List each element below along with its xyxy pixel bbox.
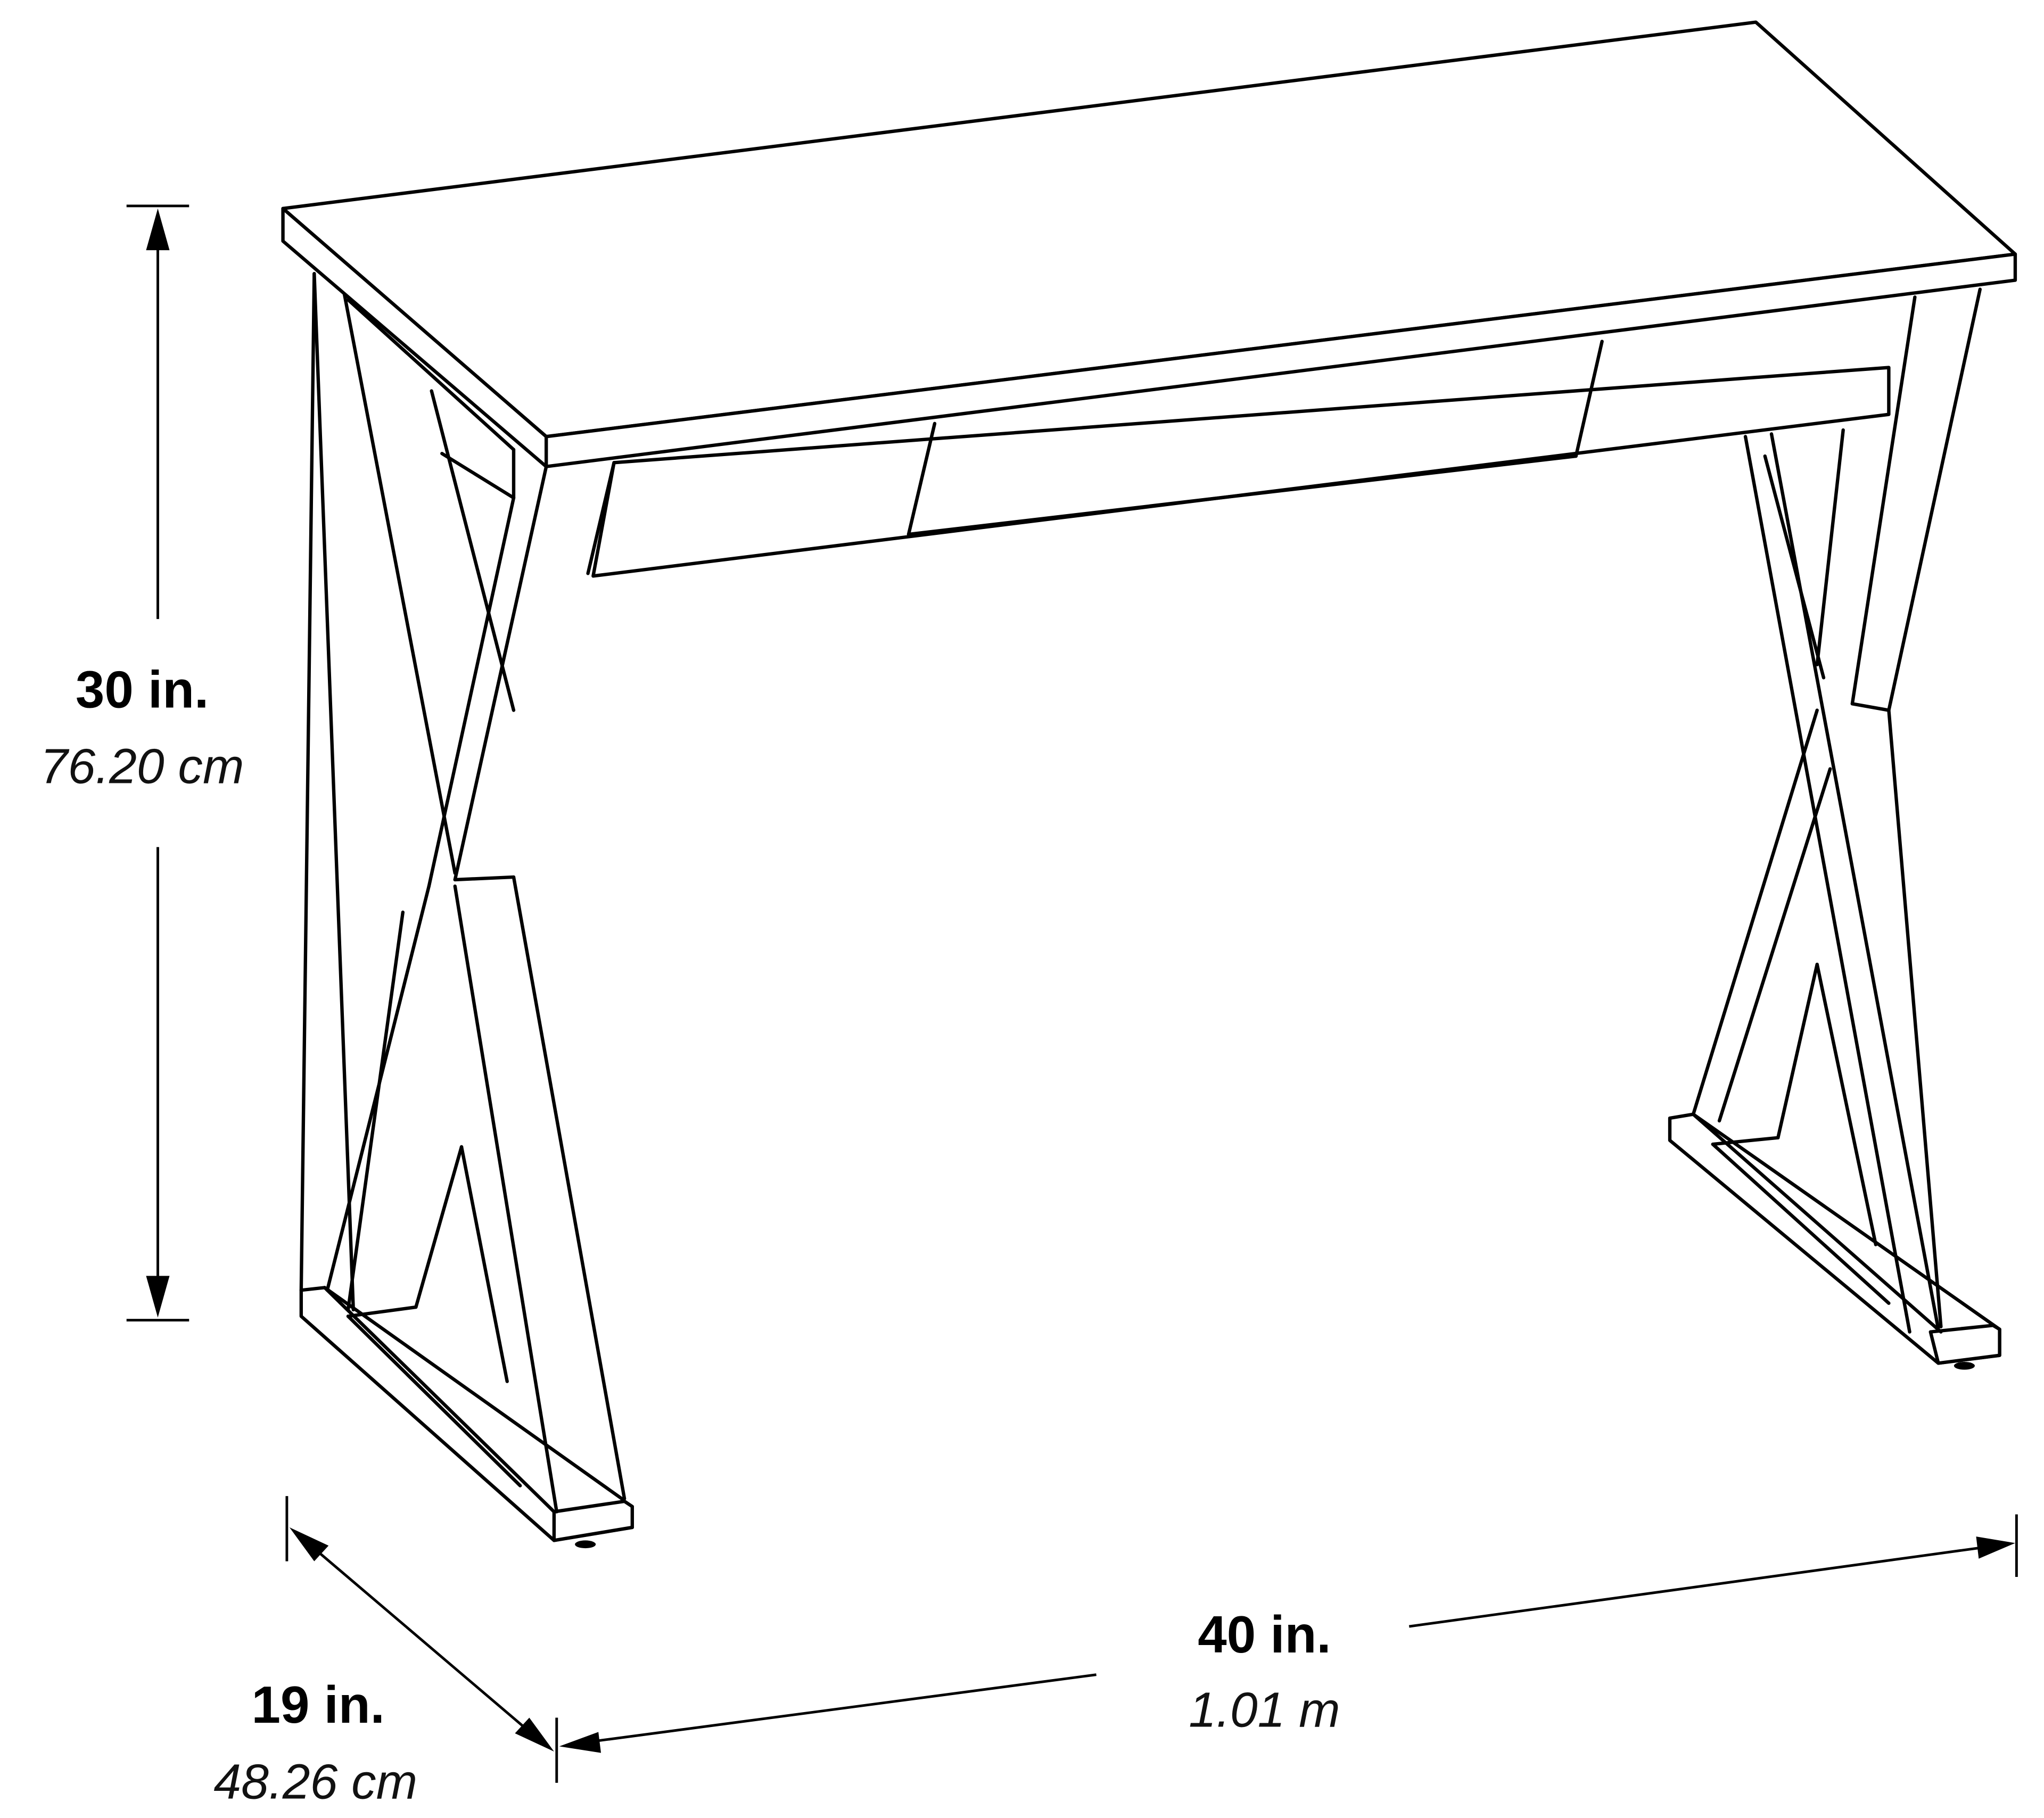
height-imperial-label: 30 in.	[76, 660, 209, 719]
right-leg-frame	[1668, 287, 2001, 1370]
drawer-divider-right	[1574, 340, 1604, 458]
arrowhead-left-icon	[559, 1732, 601, 1753]
arrowhead-down-icon	[146, 1276, 170, 1318]
width-dimension: 40 in. 1.01 m	[559, 1514, 2018, 1753]
height-metric-label: 76.20 cm	[40, 739, 244, 794]
depth-metric-label: 48.26 cm	[213, 1754, 417, 1809]
arrowhead-upleft-icon	[289, 1527, 329, 1561]
left-leg-frame	[299, 272, 634, 1549]
width-metric-label: 1.01 m	[1189, 1682, 1340, 1738]
arrowhead-right-icon	[1976, 1536, 2015, 1559]
depth-imperial-label: 19 in.	[251, 1675, 384, 1734]
drawer-divider-left	[906, 422, 937, 536]
depth-dimension: 19 in. 48.26 cm	[213, 1496, 558, 1809]
arrowhead-downright-icon	[515, 1717, 554, 1752]
front-apron	[591, 340, 1891, 578]
arrowhead-up-icon	[146, 208, 170, 251]
width-imperial-label: 40 in.	[1198, 1605, 1331, 1664]
height-dimension: 30 in. 76.20 cm	[40, 204, 244, 1322]
desk-top	[281, 20, 2017, 468]
